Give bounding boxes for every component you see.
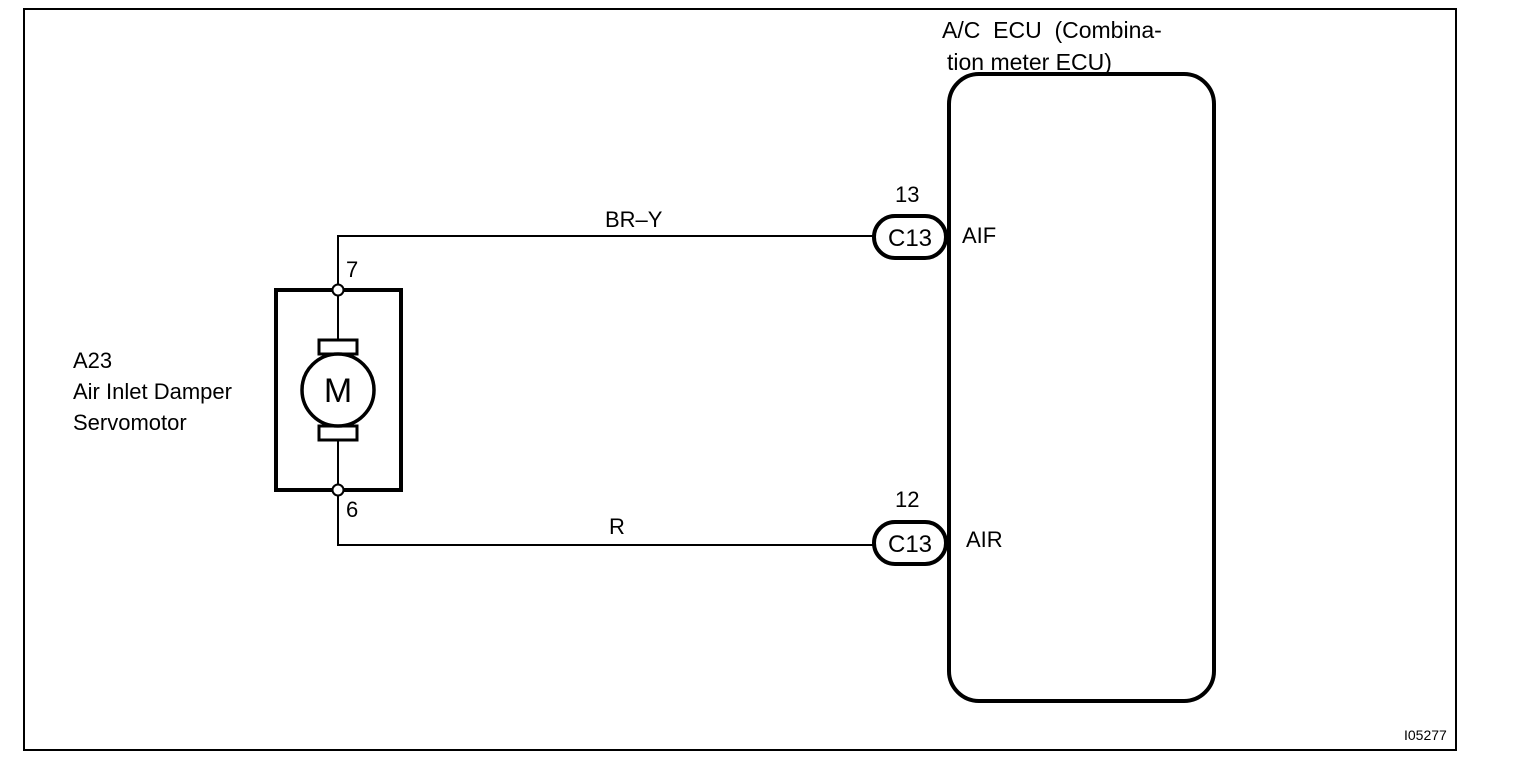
component-name-line2: Servomotor bbox=[73, 410, 187, 435]
connector-pin-top: 13 bbox=[895, 182, 919, 207]
diagram-frame bbox=[23, 8, 1457, 751]
terminal-name-air: AIR bbox=[966, 527, 1003, 552]
ecu-box bbox=[947, 72, 1216, 703]
motor-brush-top bbox=[317, 338, 359, 356]
wire-r bbox=[337, 495, 878, 546]
connector-code-top: C13 bbox=[888, 225, 932, 252]
ecu-title-line2: tion meter ECU) bbox=[947, 49, 1112, 75]
wire-br-y bbox=[337, 235, 878, 285]
connector-code-bottom: C13 bbox=[888, 531, 932, 558]
connector-pin-bottom: 12 bbox=[895, 487, 919, 512]
terminal-pin-6 bbox=[331, 483, 345, 497]
pin-label-6: 6 bbox=[346, 497, 358, 522]
wire-color-top: BR–Y bbox=[605, 207, 663, 232]
terminal-name-aif: AIF bbox=[962, 223, 996, 248]
motor-symbol bbox=[300, 352, 376, 428]
component-name-line1: Air Inlet Damper bbox=[73, 379, 232, 404]
component-code: A23 bbox=[73, 348, 112, 373]
ecu-title-line1: A/C ECU (Combina- bbox=[942, 17, 1162, 43]
figure-id: I05277 bbox=[1404, 727, 1447, 743]
terminal-pin-7 bbox=[331, 283, 345, 297]
wire-color-bottom: R bbox=[609, 514, 625, 539]
motor-letter: M bbox=[324, 372, 352, 410]
motor-brush-bottom bbox=[317, 424, 359, 442]
connector-c13-top bbox=[872, 214, 948, 260]
pin-label-7: 7 bbox=[346, 257, 358, 282]
connector-c13-bottom bbox=[872, 520, 948, 566]
